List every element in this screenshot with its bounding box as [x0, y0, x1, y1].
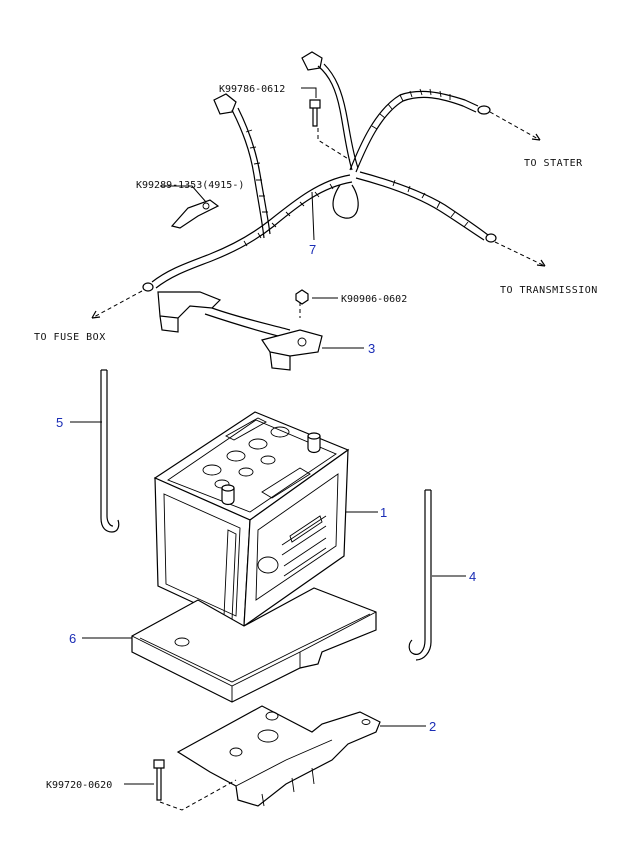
- label-to-starter: TO STATER: [524, 158, 583, 169]
- hold-down-rod-right: [408, 489, 432, 661]
- callout-battery: 1: [380, 505, 387, 520]
- part-number-bolt-top: K99786-0612: [219, 84, 285, 95]
- callout-rod-right: 4: [469, 569, 476, 584]
- battery-cable-harness: [142, 51, 497, 292]
- callout-bracket: 2: [429, 719, 436, 734]
- callout-rod-left: 5: [56, 415, 63, 430]
- part-number-clip: K99289-1353(4915-): [136, 180, 244, 191]
- hold-down-rod-left: [100, 369, 120, 533]
- hold-down-clamp: [157, 289, 323, 371]
- battery-bracket: [153, 705, 381, 811]
- direction-lines: [91, 111, 546, 319]
- label-to-transmission: TO TRANSMISSION: [500, 285, 598, 296]
- battery: [153, 411, 350, 628]
- label-to-fuse-box: TO FUSE BOX: [34, 332, 106, 343]
- part-number-nut: K90906-0602: [341, 294, 407, 305]
- callout-tray: 6: [69, 631, 76, 646]
- leader-lines: [70, 87, 466, 785]
- callout-cable: 7: [309, 242, 316, 257]
- callout-clamp: 3: [368, 341, 375, 356]
- battery-tray: [131, 587, 377, 703]
- part-number-bolt-bottom: K99720-0620: [46, 780, 112, 791]
